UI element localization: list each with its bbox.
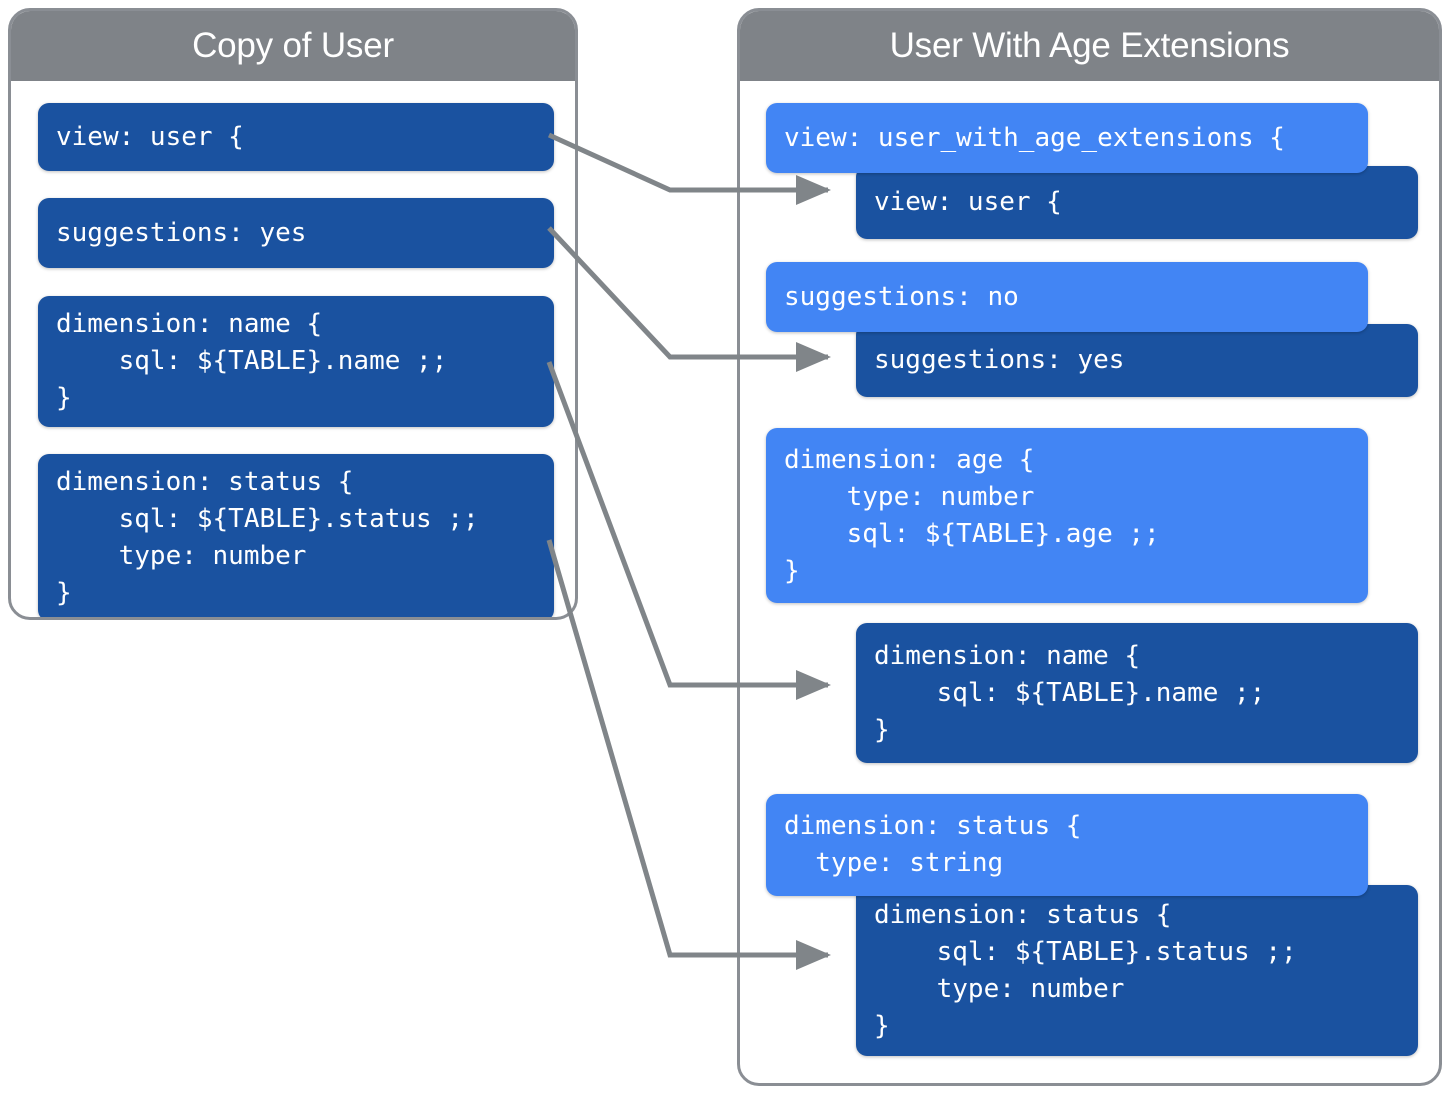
code-block-right-view-inherited[interactable]: view: user {	[856, 166, 1418, 239]
panel-user-with-age-extensions: User With Age Extensions view: user_with…	[737, 8, 1442, 1086]
code-block-right-dimension-status-inherited[interactable]: dimension: status { sql: ${TABLE}.status…	[856, 885, 1418, 1056]
code-block-left-dimension-status[interactable]: dimension: status { sql: ${TABLE}.status…	[38, 454, 554, 617]
panel-right-header: User With Age Extensions	[740, 11, 1439, 81]
code-block-right-dimension-age[interactable]: dimension: age { type: number sql: ${TAB…	[766, 428, 1368, 603]
code-block-left-suggestions[interactable]: suggestions: yes	[38, 198, 554, 268]
code-block-left-dimension-name[interactable]: dimension: name { sql: ${TABLE}.name ;; …	[38, 296, 554, 427]
code-block-right-dimension-status-override[interactable]: dimension: status { type: string	[766, 794, 1368, 896]
panel-copy-of-user: Copy of User view: user { suggestions: y…	[8, 8, 578, 620]
panel-left-title: Copy of User	[192, 26, 394, 65]
code-block-left-view[interactable]: view: user {	[38, 103, 554, 171]
panel-right-title: User With Age Extensions	[889, 26, 1290, 65]
code-block-right-view-extension[interactable]: view: user_with_age_extensions {	[766, 103, 1368, 173]
code-block-right-dimension-name-inherited[interactable]: dimension: name { sql: ${TABLE}.name ;; …	[856, 623, 1418, 763]
code-block-right-suggestions-inherited[interactable]: suggestions: yes	[856, 324, 1418, 397]
panel-left-header: Copy of User	[11, 11, 575, 81]
code-block-right-suggestions-override[interactable]: suggestions: no	[766, 262, 1368, 332]
